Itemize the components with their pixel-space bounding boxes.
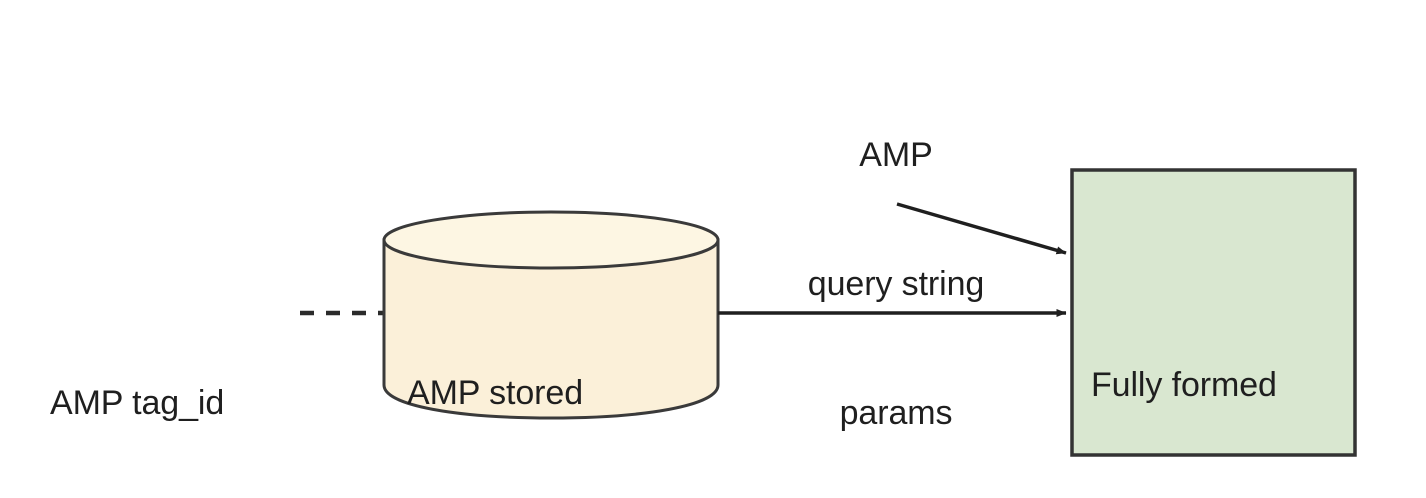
label-amp-query-string-params: AMP query string params	[786, 48, 1006, 498]
label-params-line2: query string	[807, 265, 985, 303]
greenbox-rect	[1070, 168, 1357, 457]
greenbox-label: Fully formed ORTB	[1091, 273, 1277, 498]
label-params-line1: AMP	[859, 136, 933, 174]
label-amp-tag-id: AMP tag_id	[50, 291, 224, 498]
greenbox-label-line1: Fully formed	[1091, 366, 1277, 404]
label-amp-tag-id-line1: AMP tag_id	[50, 384, 225, 422]
cylinder-body	[382, 238, 720, 420]
cylinder-label-line1: AMP stored	[407, 374, 584, 412]
edge-params-to-ortb	[896, 202, 1067, 255]
cylinder-label: AMP stored request template	[407, 281, 659, 498]
cylinder-top-ellipse	[382, 210, 720, 270]
label-params-line3: params	[839, 394, 953, 432]
